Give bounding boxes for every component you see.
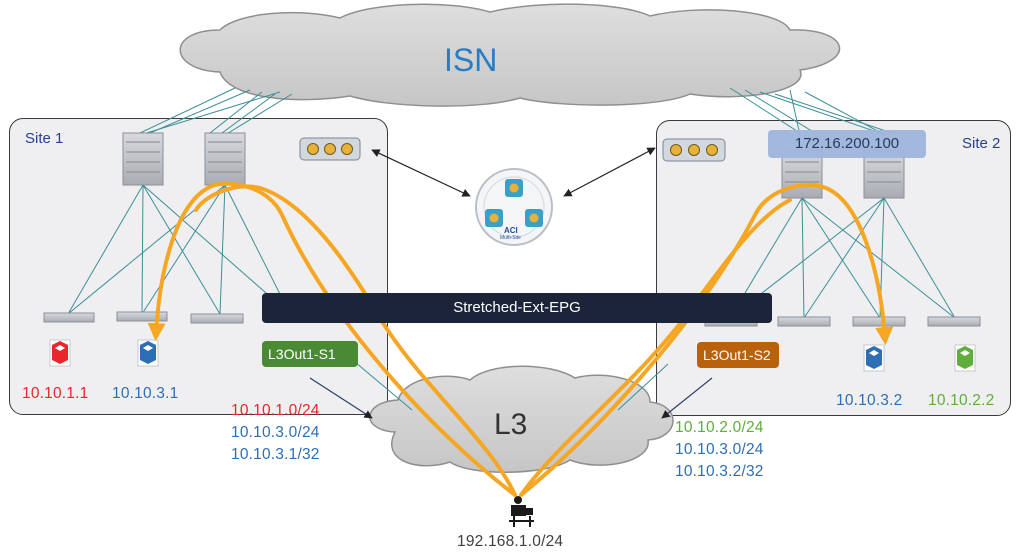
server-10-10-3-1-icon: [137, 339, 159, 367]
l3out-links: [354, 361, 669, 411]
endpoint-ip-10-10-2-2: 10.10.2.2: [928, 392, 995, 409]
server-10-10-3-2-icon: [863, 344, 885, 372]
l3-cloud-label: L3: [494, 408, 528, 441]
user-terminal-icon: [509, 496, 534, 527]
site1-fabric-links: [67, 184, 291, 315]
isn-links: [139, 87, 893, 136]
site2-prefix-2: 10.10.3.0/24: [675, 441, 764, 458]
endpoint-ip-10-10-1-1: 10.10.1.1: [22, 385, 89, 402]
site1-prefix-3: 10.10.3.1/32: [231, 446, 320, 463]
site-2-label: Site 2: [962, 135, 1001, 152]
external-subnet-label: 192.168.1.0/24: [457, 533, 564, 550]
server-10-10-1-1-icon: [49, 339, 71, 367]
site2-prefix-3: 10.10.3.2/32: [675, 463, 764, 480]
stretched-ext-epg-bar: Stretched-Ext-EPG: [262, 293, 772, 323]
site1-apic-cluster-icon: [299, 137, 361, 161]
l3-cloud-icon: [369, 365, 674, 473]
controller-arrows: [371, 147, 656, 197]
l3out-site2-badge: L3Out1-S2: [697, 342, 779, 368]
site2-prefix-1: 10.10.2.0/24: [675, 419, 764, 436]
site1-spine-1-icon: [122, 132, 164, 186]
spine-ip-badge: 172.16.200.100: [768, 130, 926, 158]
site2-apic-cluster-icon: [662, 138, 726, 162]
site1-prefix-1: 10.10.1.0/24: [231, 402, 320, 419]
isn-cloud-icon: [179, 3, 841, 107]
aci-multisite-controller-icon: [475, 168, 553, 246]
controller-subtitle: Multi-Site: [500, 235, 521, 241]
endpoint-ip-10-10-3-2: 10.10.3.2: [836, 392, 903, 409]
prefix-arrows: [309, 377, 713, 419]
isn-cloud-label: ISN: [444, 42, 498, 78]
endpoint-ip-10-10-3-1: 10.10.3.1: [112, 385, 179, 402]
controller-title: ACI: [504, 226, 518, 235]
site2-spine-2-icon: [863, 149, 905, 199]
server-10-10-2-2-icon: [954, 344, 976, 372]
site1-spine-2-icon: [204, 132, 246, 186]
l3out-site1-badge: L3Out1-S1: [262, 341, 358, 367]
site1-prefix-2: 10.10.3.0/24: [231, 424, 320, 441]
site-1-label: Site 1: [25, 130, 64, 147]
site1-leaf-icons: [43, 311, 244, 324]
